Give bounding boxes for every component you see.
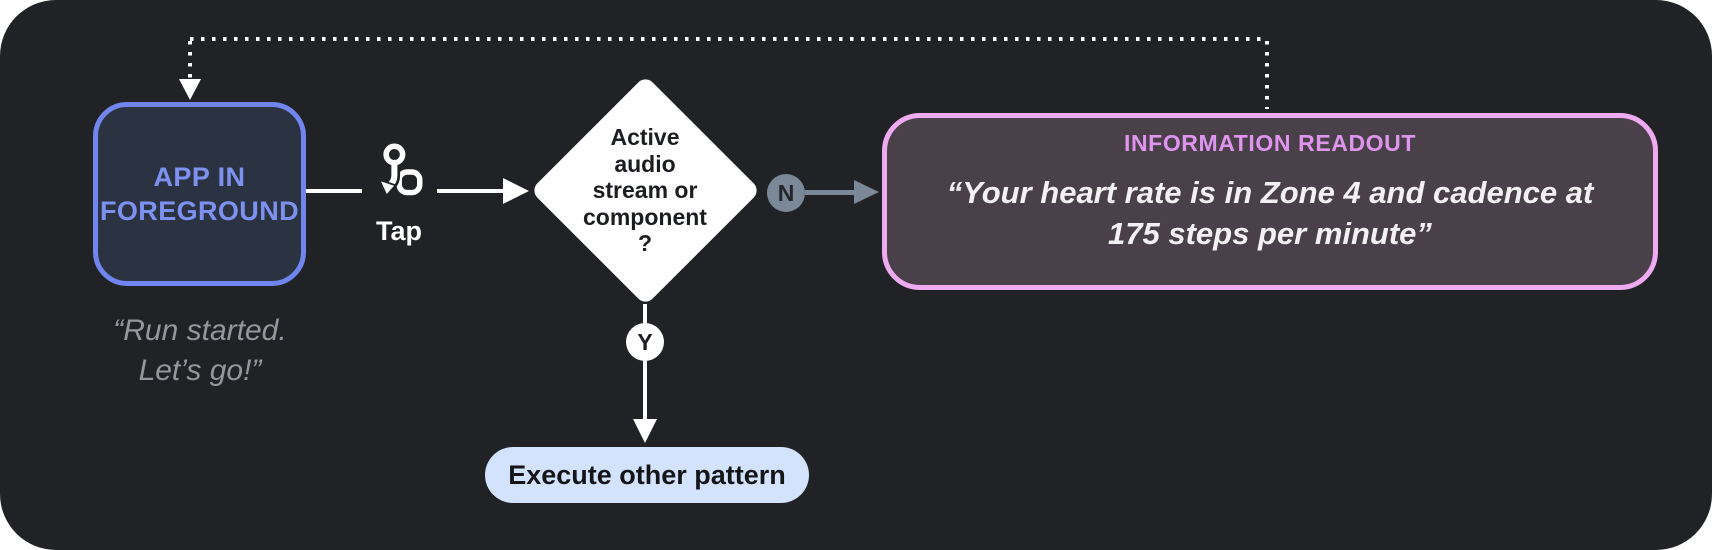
- execute-label: Execute other pattern: [508, 459, 786, 490]
- app-node-label-line1: APP IN: [153, 162, 246, 192]
- connector-decision-to-yes: [643, 304, 647, 324]
- decision-line1: Active: [610, 124, 680, 150]
- readout-quote: “Your heart rate is in Zone 4 and cadenc…: [947, 172, 1594, 254]
- decision-arrowhead-icon: [503, 178, 529, 204]
- branch-yes-badge: Y: [626, 323, 664, 361]
- tap-gesture-icon: [377, 143, 423, 198]
- execute-arrowhead-icon: [633, 419, 657, 443]
- decision-line4: component: [583, 203, 707, 230]
- connector-no-to-readout: [805, 190, 857, 195]
- readout-arrowhead-icon: [854, 180, 879, 204]
- feedback-arrowhead-icon: [179, 79, 201, 100]
- branch-no-badge: N: [767, 174, 805, 212]
- readout-title: INFORMATION READOUT: [1123, 130, 1417, 156]
- decision-line5: ?: [637, 230, 653, 256]
- execute-other-pattern-node: Execute other pattern: [485, 447, 809, 503]
- feedback-dotted-line-top: [190, 37, 1268, 41]
- app-node-label-line2: FOREGROUND: [100, 196, 299, 226]
- app-caption-line1: “Run started.: [113, 314, 287, 347]
- app-voice-caption: “Run started. Let’s go!”: [50, 311, 350, 391]
- connector-yes-to-execute: [643, 360, 647, 421]
- feedback-dotted-line-right: [1265, 41, 1269, 109]
- connector-app-to-tap: [306, 189, 362, 193]
- decision-line2: audio: [614, 150, 676, 177]
- decision-line3: stream or: [592, 177, 698, 203]
- information-readout-node: INFORMATION READOUT “Your heart rate is …: [882, 113, 1658, 290]
- branch-no-label: N: [777, 179, 795, 206]
- readout-quote-line1: “Your heart rate is in Zone 4 and cadenc…: [946, 175, 1594, 210]
- feedback-dotted-line-left: [188, 41, 192, 79]
- tap-label: Tap: [376, 216, 422, 246]
- connector-tap-to-decision: [437, 189, 505, 193]
- app-in-foreground-node: APP IN FOREGROUND: [93, 102, 306, 286]
- readout-quote-line2: 175 steps per minute”: [1108, 216, 1432, 251]
- branch-yes-label: Y: [637, 328, 653, 355]
- app-caption-line2: Let’s go!”: [138, 354, 262, 387]
- decision-question: Active audio stream or component ?: [545, 124, 745, 257]
